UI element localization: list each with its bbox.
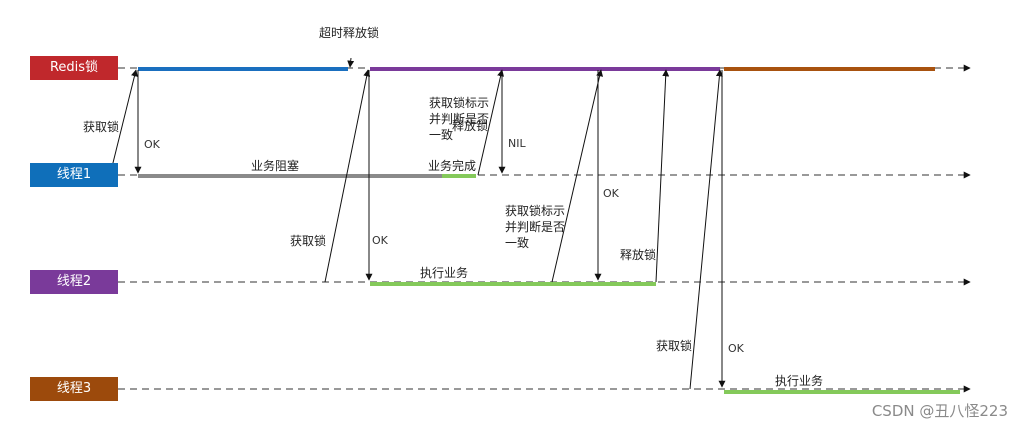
- arrow-thread3-acquire: [689, 69, 723, 390]
- ok-label-thread3: OK: [728, 342, 744, 355]
- arrow-thread2-release: [655, 69, 670, 283]
- check-flag-label-thread1: 获取锁标示 并判断是否 一致: [429, 96, 490, 142]
- arrow-thread1-check: [477, 69, 505, 176]
- ok-label-thread2: OK: [372, 234, 388, 247]
- ok-label-thread1: OK: [144, 138, 160, 151]
- arrow-thread1-acquire: [109, 69, 138, 176]
- lane-label-thread1: 线程1: [30, 163, 118, 187]
- ok-label-check: OK: [603, 187, 619, 200]
- watermark: CSDN @丑八怪223: [871, 402, 1008, 420]
- lane-label-redis: Redis锁: [30, 56, 118, 80]
- arrow-timeout: [347, 57, 355, 68]
- business-blocked-label: 业务阻塞: [251, 159, 300, 173]
- arrow-thread2-acquire: [324, 69, 371, 283]
- acquire-lock-label-thread2: 获取锁: [290, 234, 327, 248]
- nil-label: NIL: [508, 137, 526, 150]
- lane-label-thread2: 线程2: [30, 270, 118, 294]
- business-done-label: 业务完成: [428, 159, 477, 173]
- timeout-release-label: 超时释放锁: [319, 26, 380, 40]
- release-lock-label-thread2: 释放锁: [620, 248, 657, 262]
- acquire-lock-label-thread1: 获取锁: [83, 120, 120, 134]
- check-flag-label-thread2: 获取锁标示 并判断是否 一致: [505, 204, 566, 250]
- release-lock-label-thread1: 释放锁: [452, 119, 489, 133]
- lane-label-thread3: 线程3: [30, 377, 118, 401]
- arrow-thread2-check: [551, 69, 603, 283]
- execute-business-label-thread2: 执行业务: [420, 266, 469, 280]
- acquire-lock-label-thread3: 获取锁: [656, 339, 693, 353]
- execute-business-label-thread3: 执行业务: [775, 374, 824, 388]
